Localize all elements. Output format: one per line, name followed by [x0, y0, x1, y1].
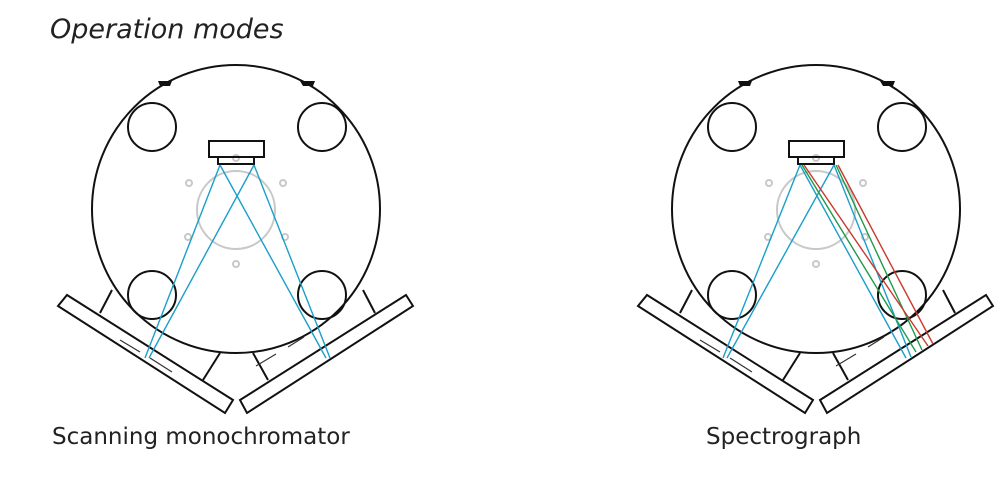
spectrograph-diagram	[637, 64, 994, 414]
caption-spectrograph: Spectrograph	[706, 424, 862, 450]
light-beams	[144, 164, 331, 359]
page-title: Operation modes	[50, 14, 284, 45]
chamber-outline	[637, 64, 994, 414]
chamber-outline	[57, 64, 414, 414]
light-beams	[722, 164, 934, 359]
caption-scanning-monochromator: Scanning monochromator	[52, 424, 350, 450]
scanning-monochromator-diagram	[57, 64, 414, 414]
